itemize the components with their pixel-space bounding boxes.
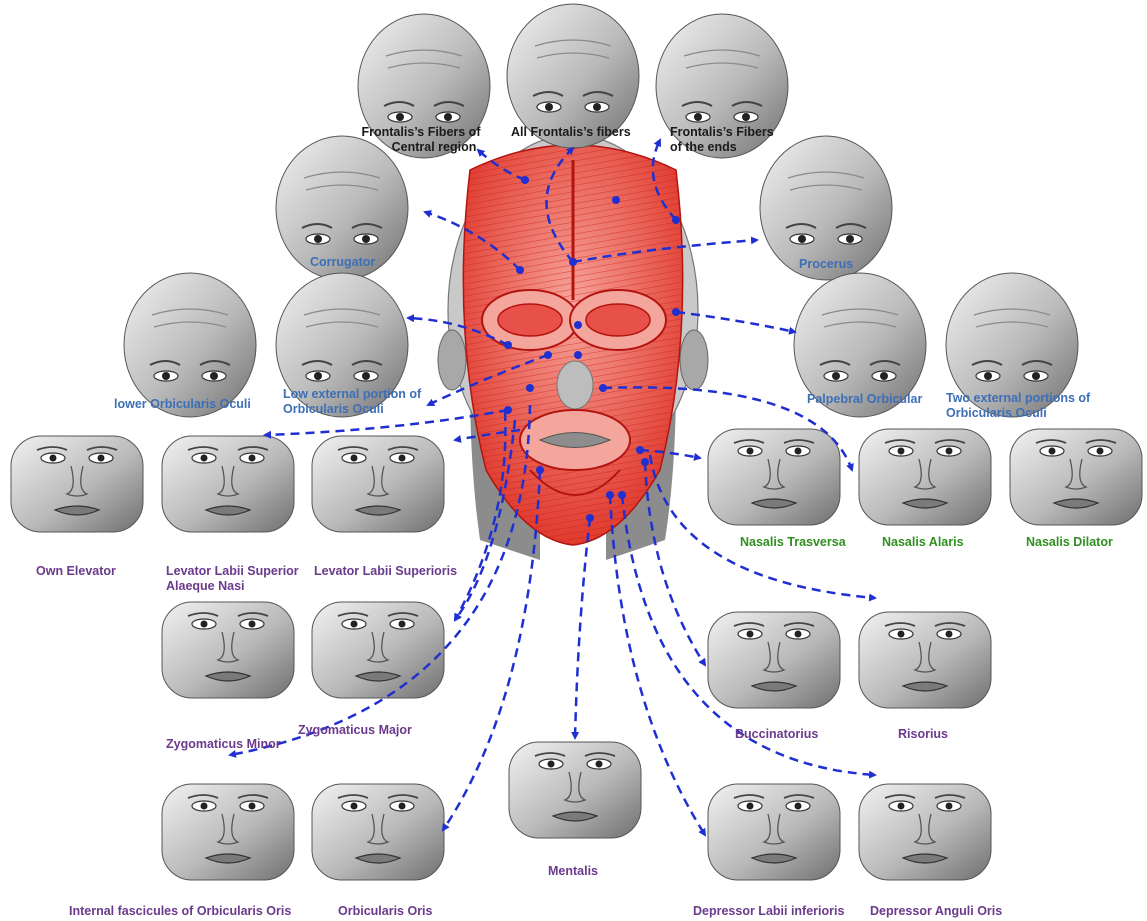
- label-levator-alaeque-line1: Levator Labii Superior: [166, 564, 299, 579]
- thumb-own-elevator: [11, 436, 143, 532]
- label-two-external: Two external portions of Orbicularis Ocu…: [946, 391, 1090, 421]
- thumb-zygomaticus-minor: [162, 602, 294, 698]
- label-frontalis-central-line2: Central region: [358, 140, 484, 155]
- label-low-external-line2: Orbicularis Oculi: [283, 402, 421, 417]
- label-internal-fascicules: Internal fascicules of Orbicularis Oris: [69, 904, 291, 919]
- thumb-nasalis-alaris: [859, 429, 991, 525]
- arrow-mentalis: [575, 518, 590, 738]
- label-frontalis-ends-line2: of the ends: [670, 140, 774, 155]
- label-zygomaticus-major: Zygomaticus Major: [298, 723, 412, 738]
- label-levator-superioris: Levator Labii Superioris: [314, 564, 457, 579]
- label-corrugator: Corrugator: [310, 255, 375, 270]
- label-mentalis: Mentalis: [548, 864, 598, 879]
- thumb-depressor-anguli: [859, 784, 991, 880]
- thumb-nasalis-trasversa: [708, 429, 840, 525]
- label-procerus: Procerus: [799, 257, 853, 272]
- label-frontalis-central: Frontalis’s Fibers of Central region: [358, 125, 484, 155]
- label-levator-alaeque: Levator Labii Superior Alaeque Nasi: [166, 564, 299, 594]
- label-low-external: Low external portion of Orbicularis Ocul…: [283, 387, 421, 417]
- label-low-external-line1: Low external portion of: [283, 387, 421, 402]
- thumb-mentalis: [509, 742, 641, 838]
- label-levator-alaeque-line2: Alaeque Nasi: [166, 579, 299, 594]
- label-palpebral: Palpebral Orbicular: [807, 392, 922, 407]
- label-depressor-labii: Depressor Labii inferioris: [693, 904, 844, 919]
- label-orbicularis-oris: Orbicularis Oris: [338, 904, 432, 919]
- thumb-lower-orbicularis: [124, 273, 256, 417]
- label-nasalis-trasversa: Nasalis Trasversa: [740, 535, 846, 550]
- label-two-external-line2: Orbicularis Oculi: [946, 406, 1090, 421]
- label-zygomaticus-minor: Zygomaticus Minor: [166, 737, 281, 752]
- thumb-buccinatorius: [708, 612, 840, 708]
- label-risorius: Risorius: [898, 727, 948, 742]
- label-own-elevator: Own Elevator: [36, 564, 116, 579]
- label-frontalis-ends-line1: Frontalis’s Fibers: [670, 125, 774, 140]
- thumb-nasalis-dilator: [1010, 429, 1142, 525]
- thumb-internal-fascicules: [162, 784, 294, 880]
- label-nasalis-dilator: Nasalis Dilator: [1026, 535, 1113, 550]
- label-buccinatorius: Buccinatorius: [735, 727, 818, 742]
- thumb-depressor-labii: [708, 784, 840, 880]
- thumb-levator-superioris: [312, 436, 444, 532]
- central-head-muscle-figure: [438, 135, 708, 560]
- label-two-external-line1: Two external portions of: [946, 391, 1090, 406]
- label-frontalis-ends: Frontalis’s Fibers of the ends: [670, 125, 774, 155]
- label-frontalis-all: All Frontalis’s fibers: [511, 125, 631, 140]
- label-depressor-anguli: Depressor Anguli Oris: [870, 904, 1002, 919]
- thumb-levator-alaeque: [162, 436, 294, 532]
- label-frontalis-central-line1: Frontalis’s Fibers of: [358, 125, 484, 140]
- thumb-orbicularis-oris: [312, 784, 444, 880]
- label-nasalis-alaris: Nasalis Alaris: [882, 535, 964, 550]
- thumb-risorius: [859, 612, 991, 708]
- thumb-zygomaticus-major: [312, 602, 444, 698]
- label-lower-orbicularis: lower Orbicularis Oculi: [114, 397, 251, 412]
